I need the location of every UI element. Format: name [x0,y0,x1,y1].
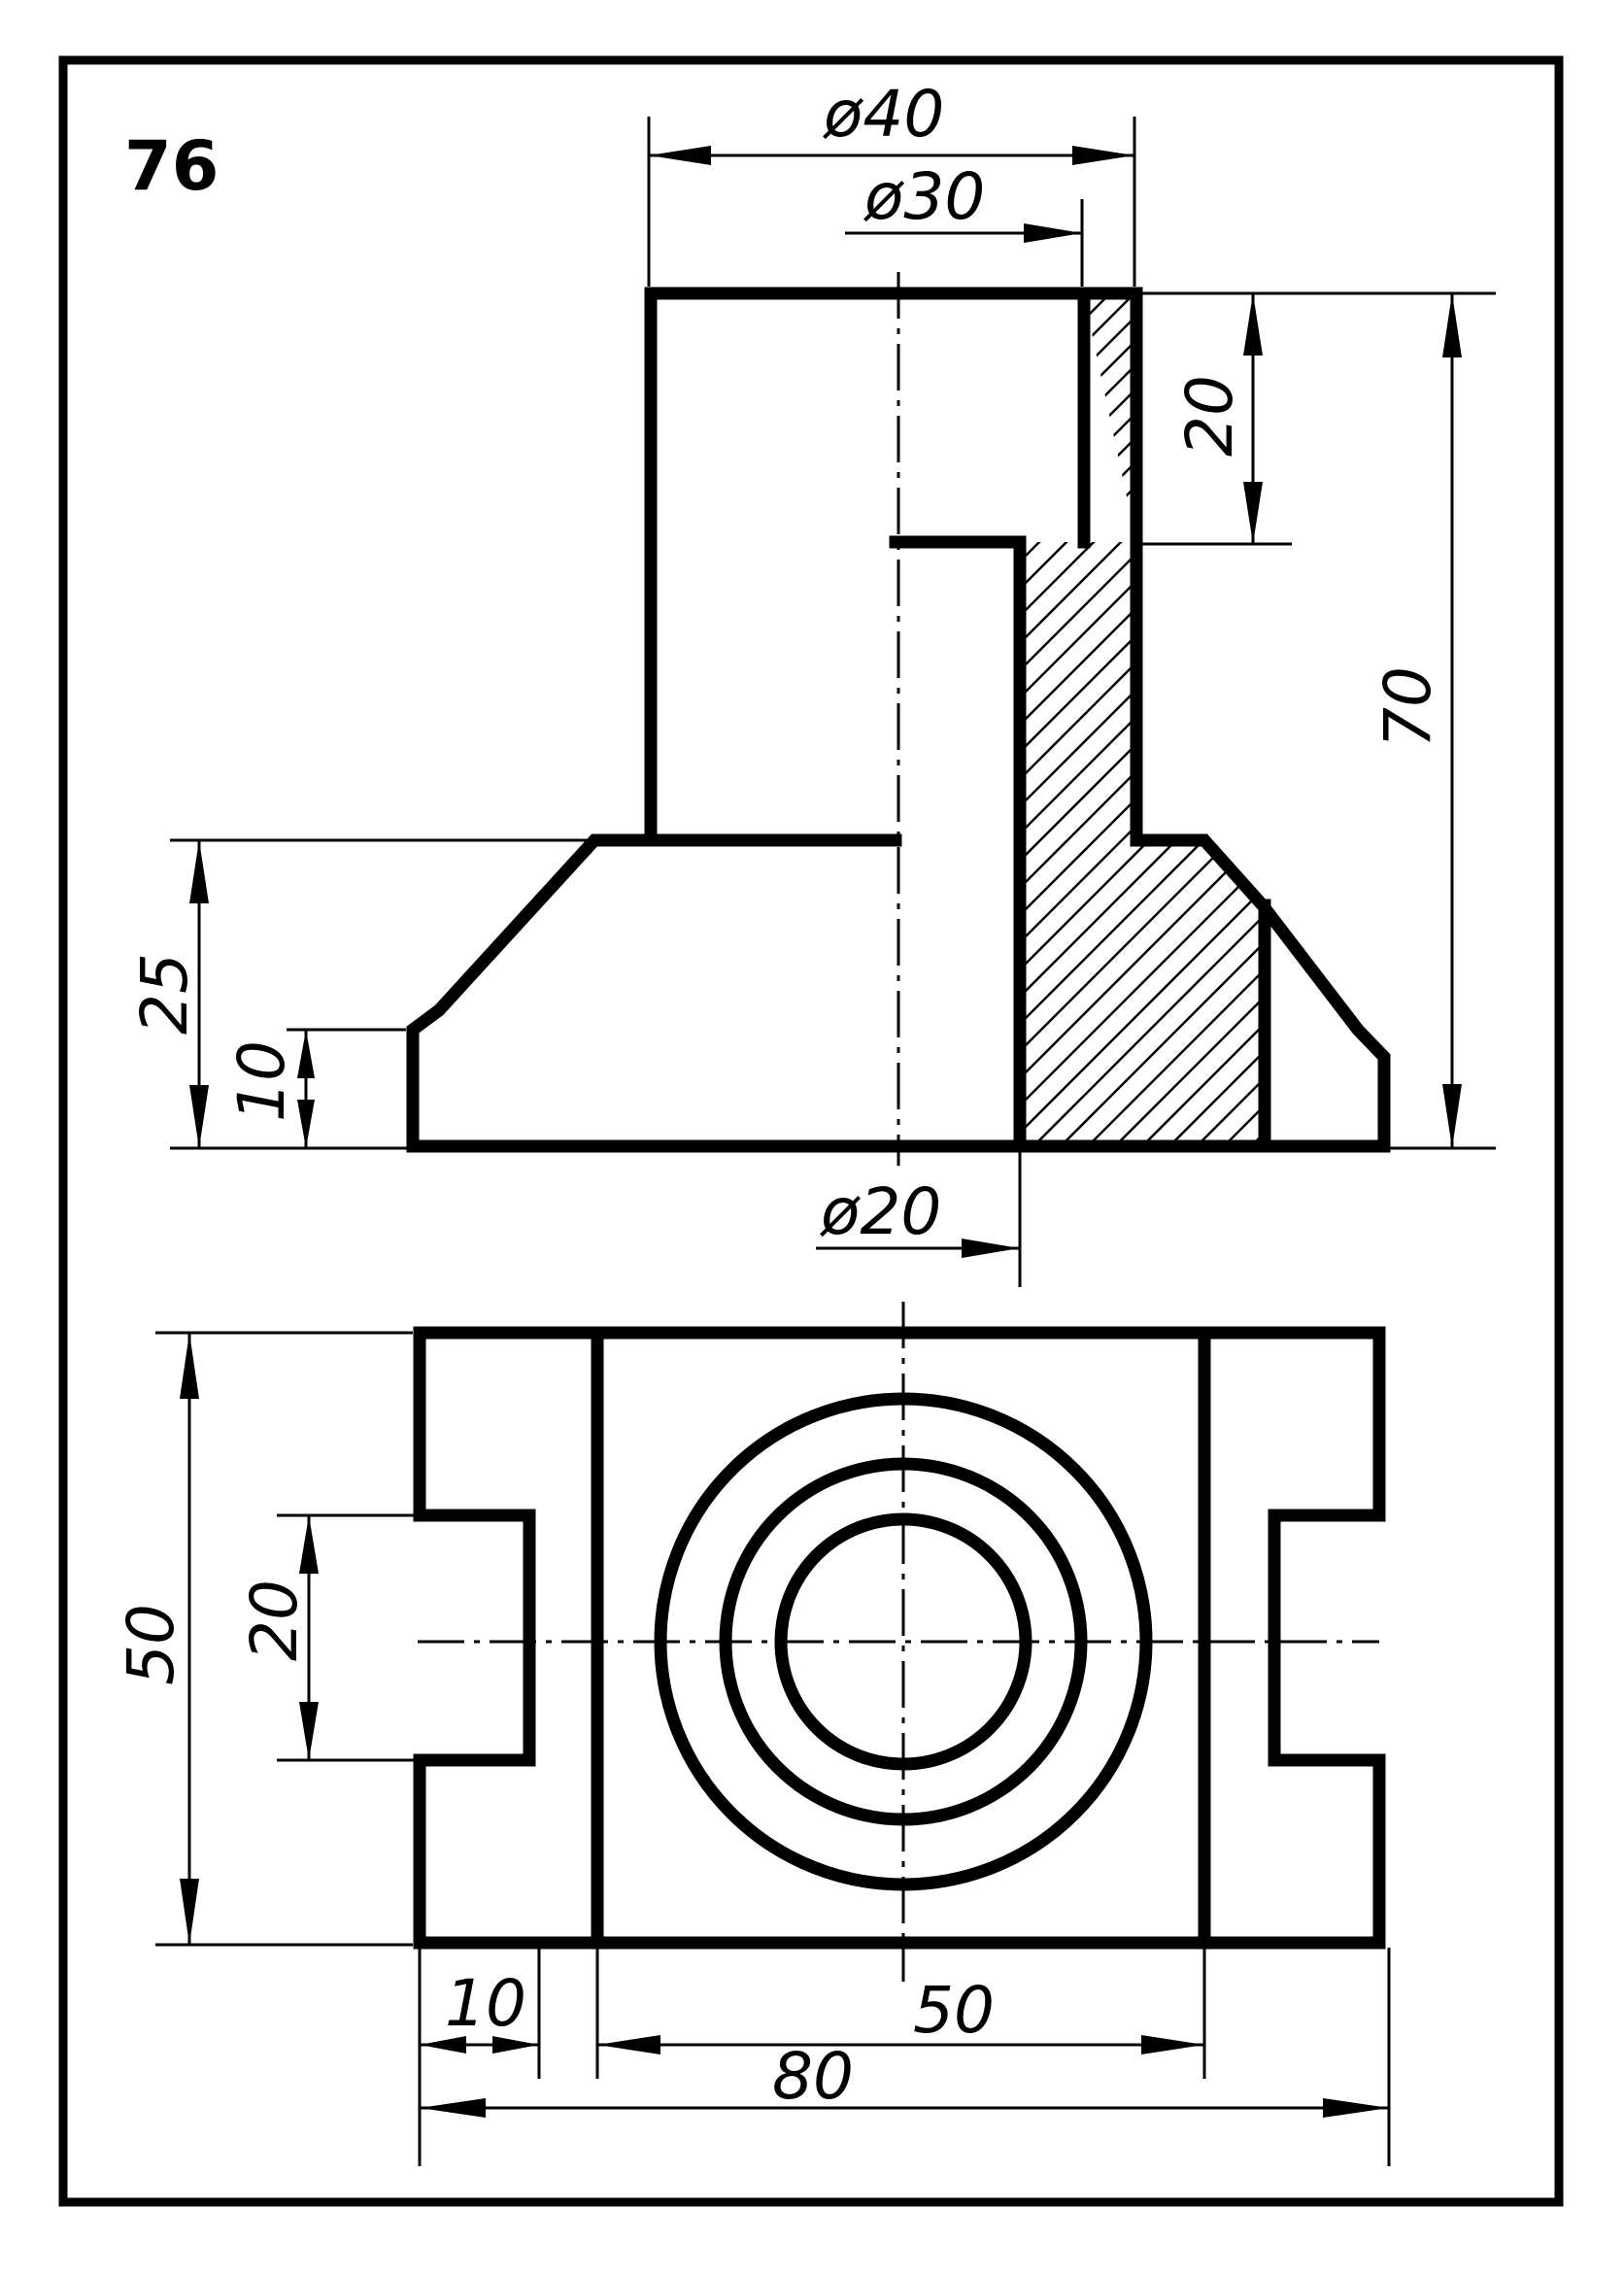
svg-text:50: 50 [114,1604,188,1685]
svg-text:50: 50 [913,1973,995,2048]
dimension-height-70: 70 [1282,291,1496,1150]
svg-text:10: 10 [224,1040,299,1122]
svg-text:ø40: ø40 [823,77,944,152]
dimension-dia-40: ø40 [647,77,1136,287]
dimension-height-10: 10 [224,1028,406,1148]
front-view [406,272,1391,1166]
dimension-height-25: 25 [127,838,588,1150]
svg-text:25: 25 [127,953,202,1035]
dimension-depth-50: 50 [114,1331,413,1947]
dimension-height-20: 20 [1141,291,1292,546]
dimension-dia-20: ø20 [816,1151,1022,1287]
svg-text:20: 20 [237,1579,312,1661]
dimension-wall-10: 10 [418,1948,541,2166]
top-outer-contour [413,1326,1386,1950]
svg-text:ø30: ø30 [863,159,985,234]
svg-text:10: 10 [445,1966,526,2041]
front-bore-step [889,535,1027,1153]
svg-text:20: 20 [1172,375,1247,457]
dimension-width-80: 80 [420,1948,1391,2166]
svg-text:ø20: ø20 [820,1174,941,1249]
dimension-inner-50: 50 [595,1948,1206,2079]
dimension-dia-30: ø30 [845,159,1084,287]
drawing-number: 76 [124,126,219,206]
svg-text:80: 80 [772,2039,854,2114]
top-view [413,1302,1386,1982]
dimension-slot-20: 20 [237,1513,524,1762]
front-outer-contour [406,287,1391,1153]
drawing-frame [58,55,1564,2207]
section-hatch-lower [1026,542,1263,1146]
svg-text:70: 70 [1370,666,1445,748]
